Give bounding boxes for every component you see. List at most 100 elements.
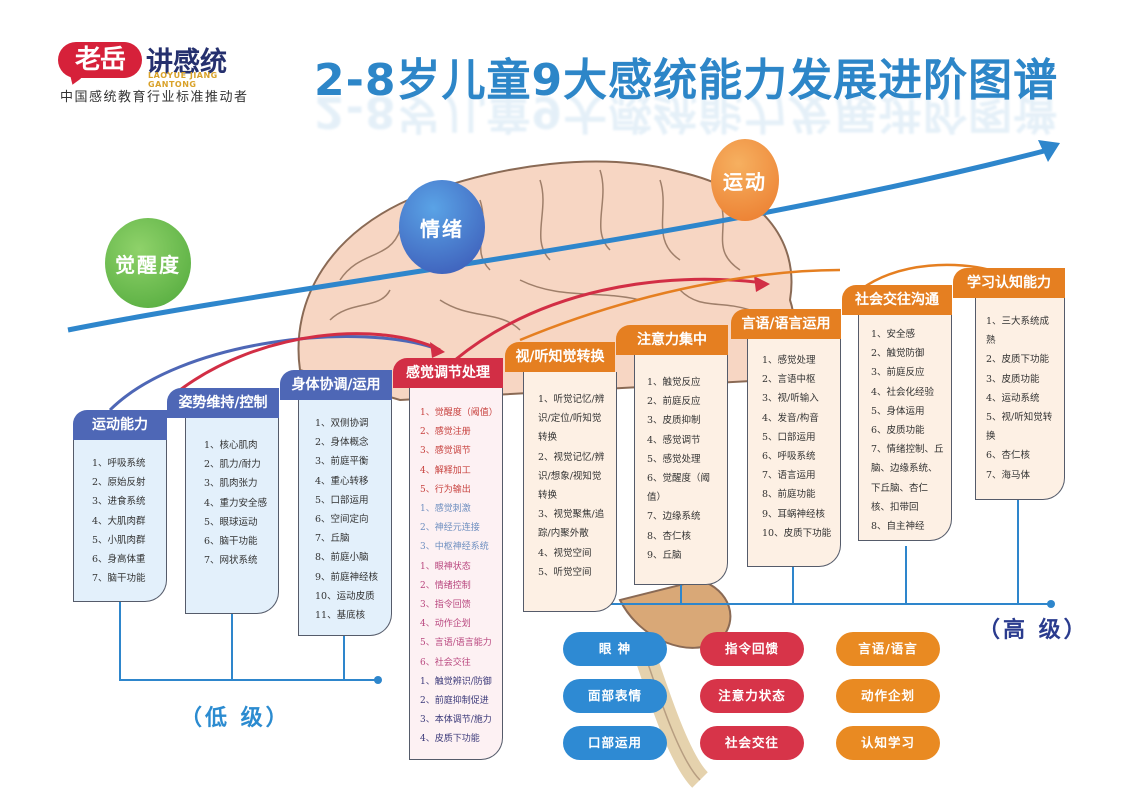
card-title: 言语/语言运用 (731, 309, 841, 339)
card-item: 6、皮质功能 (871, 425, 925, 437)
card-item: 4、运动系统 (986, 392, 1040, 404)
card-title: 学习认知能力 (953, 268, 1065, 298)
card-item: 3、前庭平衡 (315, 456, 369, 468)
card-item: 3、感觉调节 (420, 446, 471, 457)
high-level-connector (560, 500, 1051, 605)
card-item: 4、发音/构音 (762, 412, 819, 424)
card-item: 4、重力安全感 (204, 497, 268, 509)
card-item: 2、言语中枢 (762, 374, 816, 386)
page-title: 2-8岁儿童9大感统能力发展进阶图谱 (314, 55, 1059, 106)
card-item: 3、肌肉张力 (204, 478, 258, 490)
card-item: 1、听觉记忆/辨识/定位/听知觉转换 (538, 394, 605, 444)
card-item: 7、情绪控制、丘脑、边缘系统、下丘脑、杏仁核、扣带回 (871, 444, 944, 513)
card-item: 8、杏仁核 (647, 530, 692, 542)
card-item: 3、视觉聚焦/追踪/内聚外散 (538, 509, 605, 540)
level-high-label: （高 级） (978, 618, 1089, 643)
card-item: 4、解释加工 (420, 465, 471, 476)
pill-speech-language: 言语/语言 (836, 632, 940, 666)
card-item: 3、本体调节/施力 (420, 715, 492, 726)
card-item: 7、网状系统 (204, 555, 258, 567)
card-item: 6、杏仁核 (986, 450, 1031, 462)
card-item: 3、中枢神经系统 (420, 542, 489, 553)
bubble-motion: 运动 (711, 139, 779, 221)
card-item: 6、社会交往 (420, 657, 471, 668)
card-item: 8、前庭功能 (762, 489, 816, 501)
pill-attention-state: 注意力状态 (700, 679, 804, 713)
card-item: 5、视/听知觉转换 (986, 412, 1053, 443)
card-item: 9、前庭神经核 (315, 571, 379, 583)
card-item: 5、口部运用 (762, 431, 816, 443)
card-item: 8、前庭小脑 (315, 552, 369, 564)
card-body: 1、呼吸系统 2、原始反射 3、进食系统 4、大肌肉群 5、小肌肉群 6、身高体… (73, 440, 167, 602)
card-title: 姿势维持/控制 (167, 388, 279, 418)
card-body: 1、核心肌肉 2、肌力/耐力 3、肌肉张力 4、重力安全感 5、眼球运动 6、脑… (185, 418, 279, 614)
level-low-label: （低 级） (180, 706, 291, 731)
card-item: 4、大肌肉群 (92, 515, 146, 527)
card-item: 1、安全感 (871, 329, 916, 340)
logo-name: 讲感统 (146, 47, 227, 78)
card-item: 2、前庭反应 (647, 396, 701, 408)
card-item: 8、自主神经 (871, 521, 925, 533)
card-item: 4、感觉调节 (647, 434, 701, 446)
pill-motor-planning: 动作企划 (836, 679, 940, 713)
card-item: 6、呼吸系统 (762, 451, 816, 463)
card-title: 视/听知觉转换 (505, 342, 615, 372)
card-title: 社会交往沟通 (842, 285, 952, 315)
brand-logo: 老岳 讲感统 LAOYUE JIANG GANTONG 中国感统教育行业标准推动… (58, 38, 258, 108)
card-item: 2、情绪控制 (420, 580, 471, 591)
card-item: 3、皮质功能 (986, 373, 1040, 385)
card-title: 感觉调节处理 (393, 358, 503, 388)
card-item: 7、边缘系统 (647, 511, 701, 523)
card-body: 1、三大系统成熟 2、皮质下功能 3、皮质功能 4、运动系统 5、视/听知觉转换… (975, 298, 1065, 500)
card-item: 1、呼吸系统 (92, 458, 146, 469)
card-item: 2、视觉记忆/辨识/想象/视知觉转换 (538, 451, 605, 502)
card-item: 3、指令回馈 (420, 600, 471, 611)
card-item: 1、三大系统成熟 (986, 316, 1050, 347)
card-item: 7、海马体 (986, 469, 1031, 481)
card-title: 运动能力 (73, 410, 167, 440)
card-item: 1、触觉辨识/防御 (420, 676, 492, 687)
card-item: 10、皮质下功能 (762, 527, 832, 539)
card-body: 1、触觉反应 2、前庭反应 3、皮质抑制 4、感觉调节 5、感觉处理 6、觉醒度… (634, 355, 728, 585)
card-item: 2、前庭抑制促进 (420, 696, 489, 707)
logo-pinyin: LAOYUE JIANG GANTONG (148, 71, 218, 89)
card-item: 5、口部运用 (315, 494, 369, 506)
card-item: 4、皮质下功能 (420, 734, 480, 745)
card-item: 3、皮质抑制 (647, 415, 701, 427)
card-item: 3、前庭反应 (871, 367, 925, 379)
card-item: 4、动作企划 (420, 619, 471, 630)
card-title: 身体协调/运用 (280, 370, 392, 400)
logo-slogan: 中国感统教育行业标准推动者 (60, 90, 249, 105)
card-item: 7、脑干功能 (92, 573, 146, 585)
pill-cognitive-learning: 认知学习 (836, 726, 940, 760)
card-item: 6、脑干功能 (204, 536, 258, 548)
card-item: 1、核心肌肉 (204, 440, 258, 451)
card-body: 1、听觉记忆/辨识/定位/听知觉转换 2、视觉记忆/辨识/想象/视知觉转换 3、… (523, 372, 617, 612)
card-item: 11、基底核 (315, 610, 366, 622)
card-item: 6、觉醒度（阈值） (647, 473, 711, 504)
card-item: 2、肌力/耐力 (204, 459, 261, 471)
card-item: 9、丘脑 (647, 549, 682, 561)
card-item: 10、运动皮质 (315, 590, 375, 602)
card-item: 5、身体运用 (871, 405, 925, 417)
card-item: 5、行为输出 (420, 484, 471, 495)
card-body: 1、感觉处理 2、言语中枢 3、视/听输入 4、发音/构音 5、口部运用 6、呼… (747, 339, 841, 567)
trend-arrow-head-icon (1038, 140, 1060, 162)
card-item: 1、觉醒度（阈值） (420, 408, 498, 418)
pill-facial-expression: 面部表情 (563, 679, 667, 713)
card-item: 4、视觉空间 (538, 547, 592, 559)
card-item: 3、视/听输入 (762, 393, 819, 405)
pill-social-interaction: 社会交往 (700, 726, 804, 760)
page-title-reflection: 2-8岁儿童9大感统能力发展进阶图谱 (314, 86, 1059, 137)
card-body: 1、双侧协调 2、身体概念 3、前庭平衡 4、重心转移 5、口部运用 6、空间定… (298, 400, 392, 636)
card-item: 4、社会化经验 (871, 386, 935, 398)
pill-instruction-feedback: 指令回馈 (700, 632, 804, 666)
card-item: 1、眼神状态 (420, 561, 471, 572)
bubble-emotion: 情绪 (399, 180, 485, 274)
card-item: 2、皮质下功能 (986, 354, 1050, 366)
card-item: 2、感觉注册 (420, 427, 471, 438)
card-item: 1、感觉处理 (762, 355, 816, 366)
card-title: 注意力集中 (616, 325, 728, 355)
card-item: 5、言语/语言能力 (420, 638, 492, 649)
pill-oral-motor: 口部运用 (563, 726, 667, 760)
